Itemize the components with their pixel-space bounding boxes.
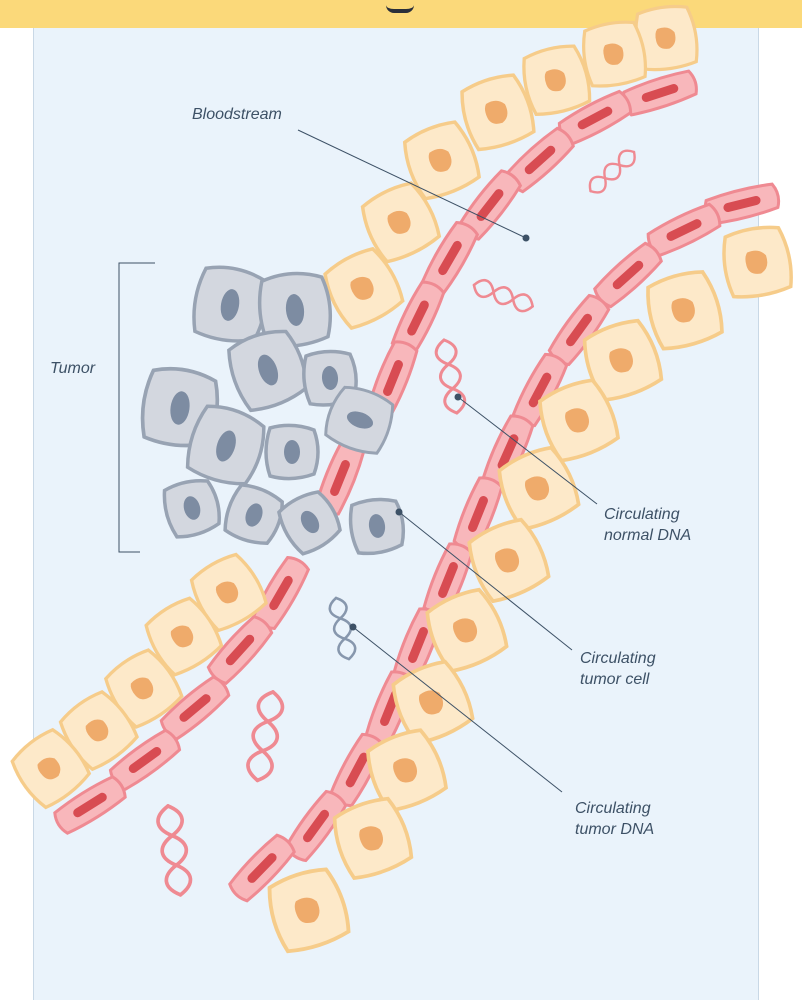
tumor-label: Tumor bbox=[50, 358, 95, 379]
normal-dna-label-line1: Circulating bbox=[604, 504, 691, 525]
circulating-normal-dna-label: Circulating normal DNA bbox=[604, 504, 691, 546]
tumor-dna-label-line2: tumor DNA bbox=[575, 819, 654, 840]
tumor-cell-label-line1: Circulating bbox=[580, 648, 656, 669]
normal-dna-label-line2: normal DNA bbox=[604, 525, 691, 546]
tumor-dna-label-line1: Circulating bbox=[575, 798, 654, 819]
circulating-tumor-cell-label: Circulating tumor cell bbox=[580, 648, 656, 690]
bloodstream-label: Bloodstream bbox=[192, 104, 282, 125]
circulating-tumor-dna-label: Circulating tumor DNA bbox=[575, 798, 654, 840]
tumor-label-text: Tumor bbox=[50, 358, 95, 379]
right-tissue-band bbox=[263, 223, 795, 956]
upper-tissue-band bbox=[319, 3, 700, 333]
tumor-cell-label-line2: tumor cell bbox=[580, 669, 656, 690]
bloodstream-label-text: Bloodstream bbox=[192, 104, 282, 125]
circulating-tumor-cell bbox=[348, 496, 407, 556]
